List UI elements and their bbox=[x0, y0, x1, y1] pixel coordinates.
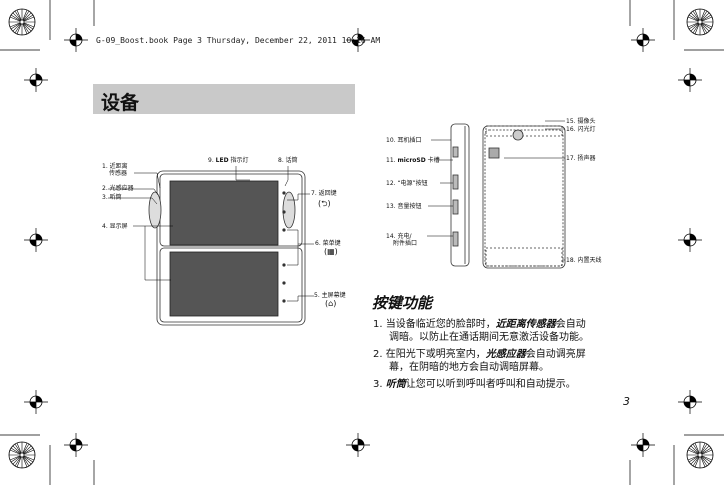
front-leader-lines bbox=[108, 166, 314, 302]
registration-target-right bbox=[677, 67, 703, 93]
label-earpiece: 3. 听筒 bbox=[102, 194, 122, 201]
label-home-key: 5. 主屏幕键 bbox=[314, 292, 346, 299]
label-menu-key: 6. 菜单键 bbox=[315, 240, 341, 247]
label-proximity-sensor: 1. 近距离 传感器 bbox=[102, 163, 128, 177]
list-item: 2. 在阳光下或明亮室内，光感应器会自动调亮屏 幕，在阴暗的地方会自动调暗屏幕。 bbox=[373, 349, 586, 373]
label-light-sensor: 2. 光感应器 bbox=[102, 185, 134, 192]
label-charging-port: 14. 充电/ 附件插口 bbox=[386, 233, 418, 247]
home-key-icon: (⌂) bbox=[325, 299, 337, 308]
registration-starburst-br bbox=[686, 441, 714, 469]
label-speaker: 17. 扬声器 bbox=[566, 155, 596, 162]
registration-target-top-right bbox=[630, 27, 656, 53]
side-leader-lines bbox=[427, 120, 565, 261]
page-number: 3 bbox=[623, 395, 630, 408]
registration-starburst-tr bbox=[686, 8, 714, 36]
label-microphone: 8. 话筒 bbox=[278, 157, 298, 164]
device-front-drawing bbox=[148, 170, 306, 326]
device-side-drawing bbox=[450, 123, 566, 269]
menu-key-icon: (▦) bbox=[324, 247, 338, 256]
title-bar bbox=[93, 84, 355, 114]
page-header: G-09_Boost.book Page 3 Thursday, Decembe… bbox=[96, 36, 381, 45]
label-volume-button: 13. 音量按钮 bbox=[386, 203, 422, 210]
page-title: 设备 bbox=[101, 92, 140, 114]
registration-target-mid-right bbox=[677, 227, 703, 253]
label-led-indicator: 9. LED 指示灯 bbox=[208, 157, 249, 164]
registration-target-low-right bbox=[677, 389, 703, 415]
label-headset-jack: 10. 耳机插口 bbox=[386, 137, 422, 144]
section-title: 按键功能 bbox=[372, 294, 433, 312]
registration-target-mid-left bbox=[23, 227, 49, 253]
list-item: 3. 听筒让您可以听到呼叫者呼叫和自动提示。 bbox=[373, 379, 576, 390]
list-item: 1. 当设备临近您的脸部时，近距离传感器会自动 调暗。以防止在通话期间无意激活设… bbox=[373, 319, 589, 343]
label-camera: 15. 摄像头 bbox=[566, 118, 596, 125]
label-back-key: 7. 返回键 bbox=[311, 190, 337, 197]
label-display: 4. 显示屏 bbox=[102, 223, 128, 230]
registration-target-top-left bbox=[63, 27, 89, 53]
registration-target-bottom-center bbox=[345, 432, 371, 458]
registration-target-low-left bbox=[23, 389, 49, 415]
label-microsd-slot: 11. microSD 卡槽 bbox=[386, 157, 440, 164]
registration-target-bottom-right bbox=[630, 432, 656, 458]
registration-starburst-tl bbox=[8, 8, 36, 36]
registration-starburst-bl bbox=[8, 441, 36, 469]
registration-target-left bbox=[23, 67, 49, 93]
back-key-icon: (⮌) bbox=[318, 199, 331, 208]
label-internal-antenna: 18. 内置天线 bbox=[566, 257, 602, 264]
label-flash: 16. 闪光灯 bbox=[566, 126, 596, 133]
registration-target-bottom-left bbox=[63, 432, 89, 458]
label-power-button: 12. “电源”按钮 bbox=[386, 180, 428, 187]
